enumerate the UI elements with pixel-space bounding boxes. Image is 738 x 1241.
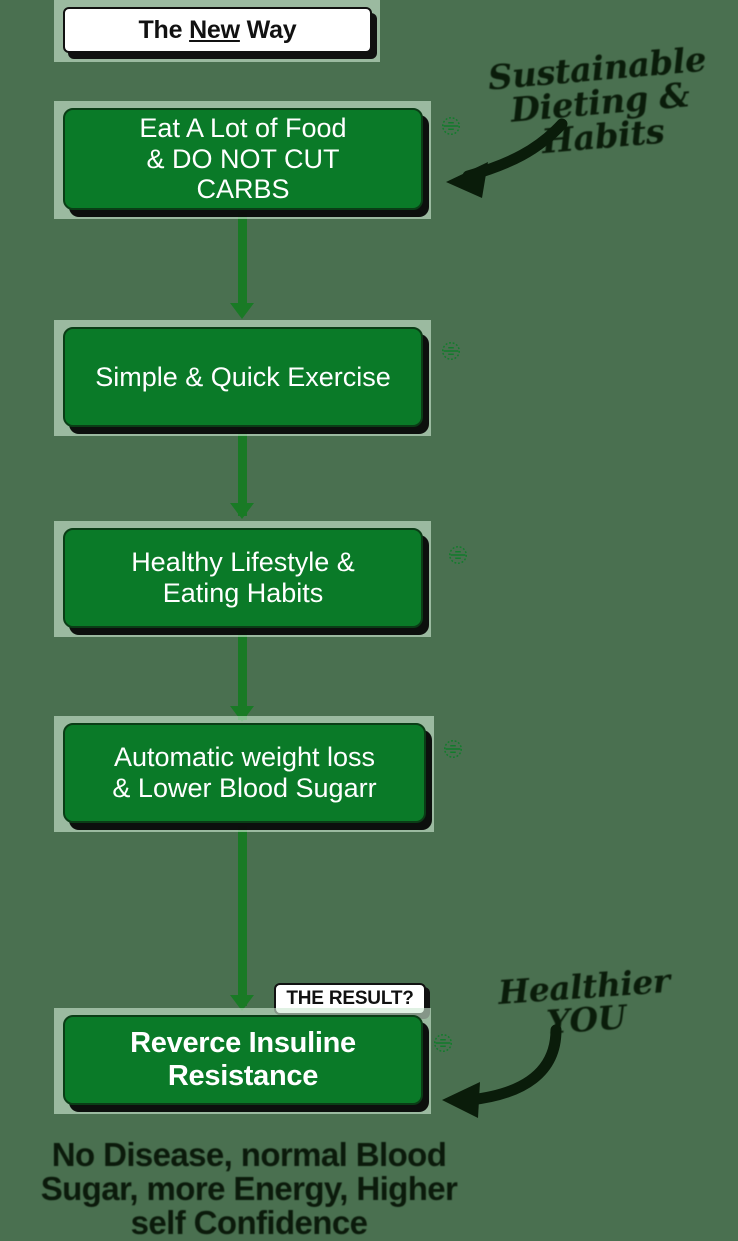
- circle-handle-icon-4[interactable]: [442, 738, 464, 760]
- card-step-3[interactable]: Healthy Lifestyle & Eating Habits: [63, 528, 423, 628]
- card-step-3-label: Healthy Lifestyle & Eating Habits: [131, 547, 355, 608]
- down-arrow-icon-4: [230, 995, 254, 1011]
- header-chip-selection: The New Way: [54, 0, 380, 62]
- card-step-1-label: Eat A Lot of Food & DO NOT CUT CARBS: [139, 112, 347, 205]
- circle-handle-icon-1[interactable]: [440, 115, 462, 137]
- card-step-4-label: Automatic weight loss & Lower Blood Suga…: [112, 742, 377, 803]
- card-step-1[interactable]: Eat A Lot of Food & DO NOT CUT CARBS: [63, 108, 423, 210]
- connector-2-3: [238, 428, 247, 516]
- header-label-before: The: [138, 15, 190, 44]
- circle-handle-icon-5[interactable]: [432, 1032, 454, 1054]
- circle-handle-icon-2[interactable]: [440, 340, 462, 362]
- header-label-after: Way: [239, 15, 297, 44]
- header-chip-label: The New Way: [138, 16, 296, 45]
- flow-node-step-3[interactable]: Healthy Lifestyle & Eating Habits: [54, 521, 431, 637]
- flow-node-step-4[interactable]: Automatic weight loss & Lower Blood Suga…: [54, 716, 434, 832]
- down-arrow-icon-2: [230, 503, 254, 519]
- header-label-underlined: New: [189, 15, 240, 44]
- curved-arrow-icon-top: [430, 118, 570, 215]
- card-step-2-label: Simple & Quick Exercise: [95, 361, 391, 392]
- connector-3-4: [238, 628, 247, 720]
- connector-4-5: [238, 826, 247, 1006]
- flow-node-step-1[interactable]: Eat A Lot of Food & DO NOT CUT CARBS: [54, 101, 431, 219]
- connector-1-2: [238, 212, 247, 312]
- card-step-4[interactable]: Automatic weight loss & Lower Blood Suga…: [63, 723, 426, 823]
- card-step-5-label: Reverce Insuline Resistance: [130, 1026, 356, 1092]
- card-step-2[interactable]: Simple & Quick Exercise: [63, 327, 423, 427]
- down-arrow-icon-1: [230, 303, 254, 319]
- result-chip-label: THE RESULT?: [286, 988, 414, 1009]
- flow-node-step-5[interactable]: Reverce Insuline Resistance: [54, 1008, 431, 1114]
- circle-handle-icon-3[interactable]: [447, 544, 469, 566]
- card-step-5[interactable]: Reverce Insuline Resistance: [63, 1015, 423, 1105]
- header-chip[interactable]: The New Way: [63, 7, 372, 53]
- flow-node-step-2[interactable]: Simple & Quick Exercise: [54, 320, 431, 436]
- curved-arrow-icon-bottom: [428, 1020, 578, 1120]
- footer-summary-text: No Disease, normal Blood Sugar, more Ene…: [40, 1136, 458, 1241]
